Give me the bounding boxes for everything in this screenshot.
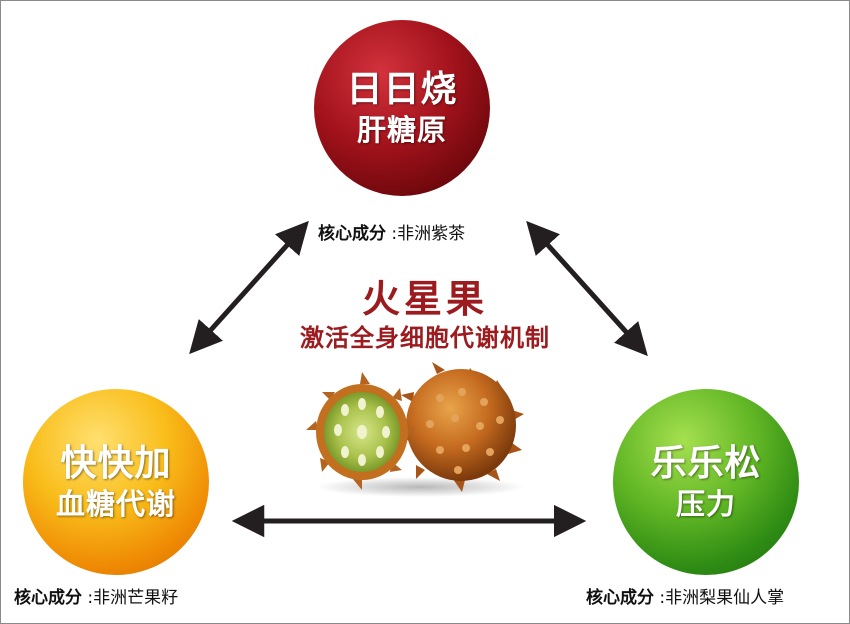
ingredient-left: 核心成分 :非洲芒果籽 — [14, 583, 178, 608]
ingredient-top-label: 核心成分 — [318, 224, 386, 244]
ingredient-right-value: :非洲梨果仙人掌 — [659, 588, 785, 608]
ingredient-right-label: 核心成分 — [586, 588, 654, 608]
arrow-top-left — [189, 220, 309, 355]
ingredient-top: 核心成分 :非洲紫茶 — [318, 219, 465, 244]
node-right-stress: 乐乐松 压力 — [613, 389, 799, 575]
node-right-subtitle: 压力 — [675, 487, 736, 521]
ingredient-right: 核心成分 :非洲梨果仙人掌 — [586, 583, 784, 608]
node-top-title: 日日烧 — [346, 69, 458, 110]
ingredient-top-value: :非洲紫茶 — [391, 224, 466, 244]
node-left-blood-sugar: 快快加 血糖代谢 — [23, 389, 209, 575]
ingredient-left-label: 核心成分 — [14, 588, 82, 608]
node-left-title: 快快加 — [60, 443, 172, 484]
node-left-subtitle: 血糖代谢 — [55, 487, 176, 521]
center-title: 火星果 — [361, 277, 488, 321]
arrow-top-right — [526, 220, 648, 357]
ingredient-left-value: :非洲芒果籽 — [87, 588, 179, 608]
node-top-subtitle: 肝糖原 — [356, 113, 447, 147]
node-right-title: 乐乐松 — [650, 443, 762, 484]
center-subtitle: 激活全身细胞代谢机制 — [300, 324, 550, 352]
node-top-liver-glycogen: 日日烧 肝糖原 — [314, 20, 490, 196]
